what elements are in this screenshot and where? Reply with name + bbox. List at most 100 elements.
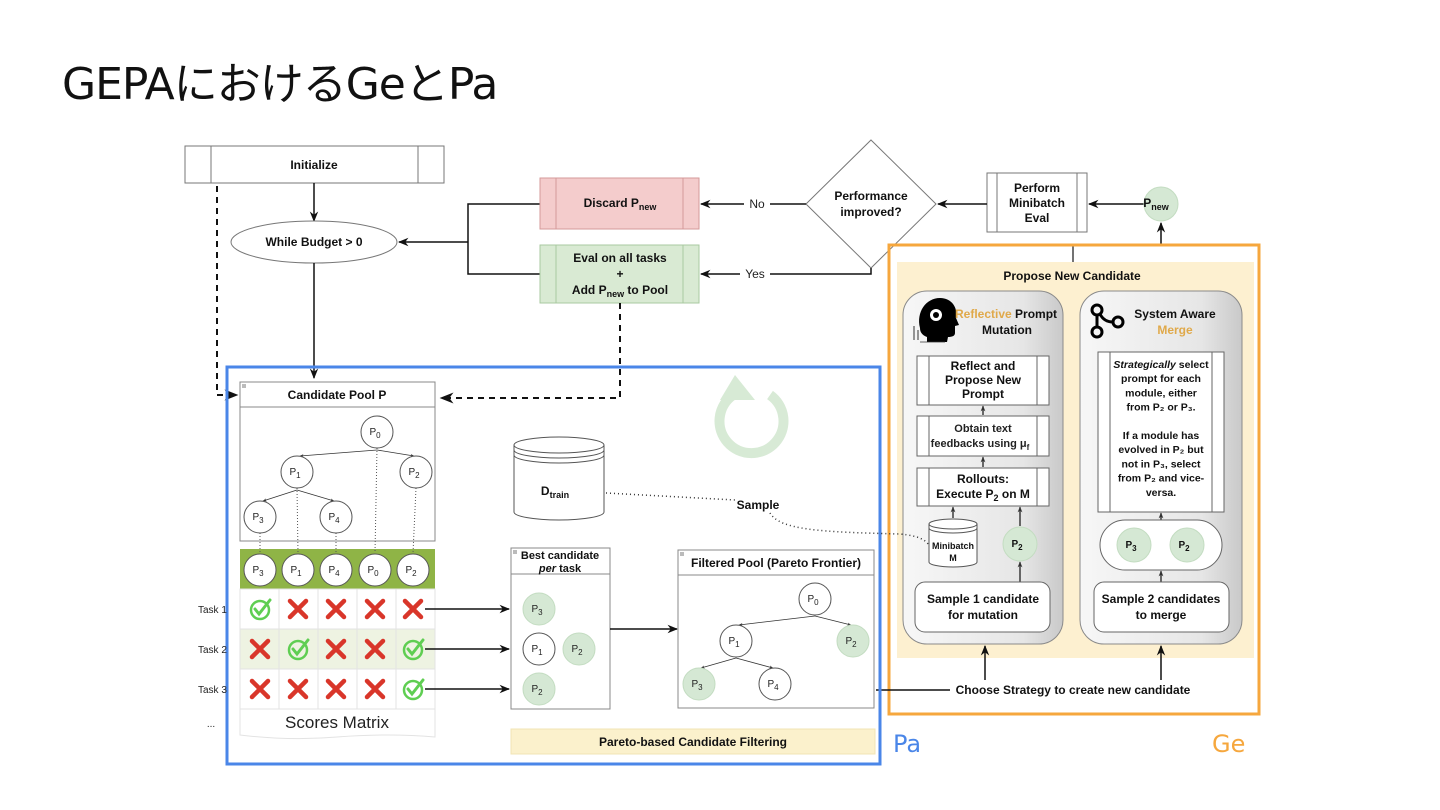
rollouts-step-2: Execute P2 on M — [936, 487, 1030, 503]
pool-node-p2: P2 — [399, 455, 433, 489]
matrix-row: Task 3 — [198, 668, 511, 710]
p2-node-mutation: P2 — [1002, 526, 1038, 562]
filtered-node-p3: P3 — [682, 667, 716, 701]
initialize-label: Initialize — [290, 158, 338, 172]
reflective-mutation-panel: Reflective Prompt Mutation Reflect and P… — [902, 290, 1064, 645]
pa-region-label: Pa — [893, 730, 922, 758]
sample-label: Sample — [737, 498, 780, 512]
pareto-filtering-band: Pareto-based Candidate Filtering — [510, 728, 876, 755]
performance-decision: Performance improved? — [805, 139, 937, 269]
feedback-step-1: Obtain text — [954, 423, 1012, 435]
check-icon — [402, 678, 425, 701]
svg-text:P2: P2 — [571, 644, 583, 657]
svg-text:P2: P2 — [405, 565, 417, 578]
reflect-step-1: Reflect and — [951, 359, 1016, 373]
cross-icon — [325, 678, 347, 700]
pool-node-p4: P4 — [319, 500, 353, 534]
reflective-title-2: Mutation — [982, 323, 1032, 337]
sample1-label-2: for mutation — [948, 608, 1018, 622]
svg-text:P1: P1 — [531, 644, 543, 657]
minibatch-eval-1: Perform — [1014, 181, 1060, 195]
best-node-p3: P3 — [522, 592, 556, 626]
ge-region-label: Ge — [1212, 730, 1246, 758]
feedback-step-2: feedbacks using μf — [931, 438, 1030, 452]
merge-text-line: from P₂ or P₃. — [1126, 402, 1195, 414]
minibatch-eval-2: Minibatch — [1009, 196, 1065, 210]
cross-icon — [364, 598, 386, 620]
svg-text:P2: P2 — [1011, 539, 1023, 552]
minibatch-label-1: Minibatch — [932, 541, 974, 551]
best-node-p1: P1 — [522, 632, 556, 666]
merge-text-line: Strategically select — [1113, 359, 1209, 371]
p3-node-merge: P3 — [1116, 527, 1152, 563]
feedback-step — [916, 415, 1050, 457]
sample1-label-1: Sample 1 candidate — [927, 592, 1039, 606]
best-candidate-title-2: per task — [538, 563, 582, 575]
tasks-more: ... — [207, 719, 215, 730]
reflect-propose-step — [916, 355, 1050, 406]
decision-label-2: improved? — [840, 205, 901, 219]
while-budget-label: While Budget > 0 — [265, 235, 362, 249]
page-title: GEPAにおけるGeとPa — [62, 59, 498, 110]
svg-text:P0: P0 — [367, 565, 379, 578]
eval-label-3: Add Pnew to Pool — [572, 283, 668, 299]
merge-text-line: versa. — [1146, 487, 1176, 499]
matrix-row: Task 1 — [198, 588, 511, 630]
reflect-step-3: Prompt — [962, 387, 1004, 401]
merge-text-line: from P₂ and vice- — [1118, 473, 1205, 485]
eval-add-pool-box: Eval on all tasks + Add Pnew to Pool — [539, 244, 700, 304]
svg-text:P2: P2 — [531, 684, 543, 697]
filtered-node-p1: P1 — [719, 624, 753, 658]
discard-box: Discard Pnew — [539, 177, 700, 230]
cross-icon — [402, 598, 424, 620]
merge-panel: System Aware Merge Strategically selectp… — [1079, 290, 1243, 645]
svg-text:P4: P4 — [328, 565, 340, 578]
merge-text-line: prompt for each — [1121, 373, 1201, 385]
matrix-header-p3: P3 — [243, 553, 277, 587]
ge-region-border — [887, 243, 1261, 716]
cycle-arrow-icon — [714, 375, 789, 459]
svg-text:P2: P2 — [1178, 540, 1190, 553]
merge-strategy-box — [1097, 351, 1225, 513]
cross-icon — [364, 638, 386, 660]
discard-label: Discard Pnew — [584, 196, 658, 212]
matrix-header-p0: P0 — [358, 553, 392, 587]
minibatch-label-2: M — [949, 553, 957, 563]
pnew-label: Pnew — [1143, 196, 1170, 212]
cross-icon — [287, 678, 309, 700]
svg-text:P4: P4 — [328, 512, 340, 525]
merge-text-line: module, either — [1125, 387, 1197, 399]
svg-text:P2: P2 — [408, 467, 420, 480]
pareto-filtering-label: Pareto-based Candidate Filtering — [599, 735, 787, 749]
decision-label-1: Performance — [834, 189, 908, 203]
sample-1-candidate-box — [914, 581, 1051, 633]
minibatch-eval-box: Perform Minibatch Eval — [986, 172, 1088, 233]
filtered-node-p0: P0 — [798, 582, 832, 616]
pool-node-p3: P3 — [243, 500, 277, 534]
choose-strategy-label: Choose Strategy to create new candidate — [956, 683, 1191, 697]
reflect-step-2: Propose New — [945, 373, 1022, 387]
check-icon — [249, 598, 272, 621]
p2-node-merge: P2 — [1169, 527, 1205, 563]
filtered-node-p2: P2 — [836, 624, 870, 658]
cross-icon — [249, 638, 271, 660]
merge-title-2: Merge — [1157, 323, 1193, 337]
merge-branch-icon — [1090, 303, 1125, 339]
svg-text:P2: P2 — [845, 636, 857, 649]
svg-text:P3: P3 — [252, 512, 264, 525]
task-label: Task 2 — [198, 645, 227, 656]
svg-text:P1: P1 — [289, 467, 301, 480]
pa-region-border — [225, 365, 882, 766]
pool-node-p0: P0 — [360, 415, 394, 449]
while-budget-ellipse: While Budget > 0 — [230, 220, 398, 264]
merge-text-line: not in P₃, select — [1122, 458, 1201, 470]
best-candidate-box: Best candidate per task — [510, 547, 611, 710]
cross-icon — [364, 678, 386, 700]
pnew-node: Pnew — [1143, 186, 1179, 222]
svg-text:P4: P4 — [767, 679, 779, 692]
eval-label-1: Eval on all tasks — [573, 251, 667, 265]
filtered-node-p4: P4 — [758, 667, 792, 701]
